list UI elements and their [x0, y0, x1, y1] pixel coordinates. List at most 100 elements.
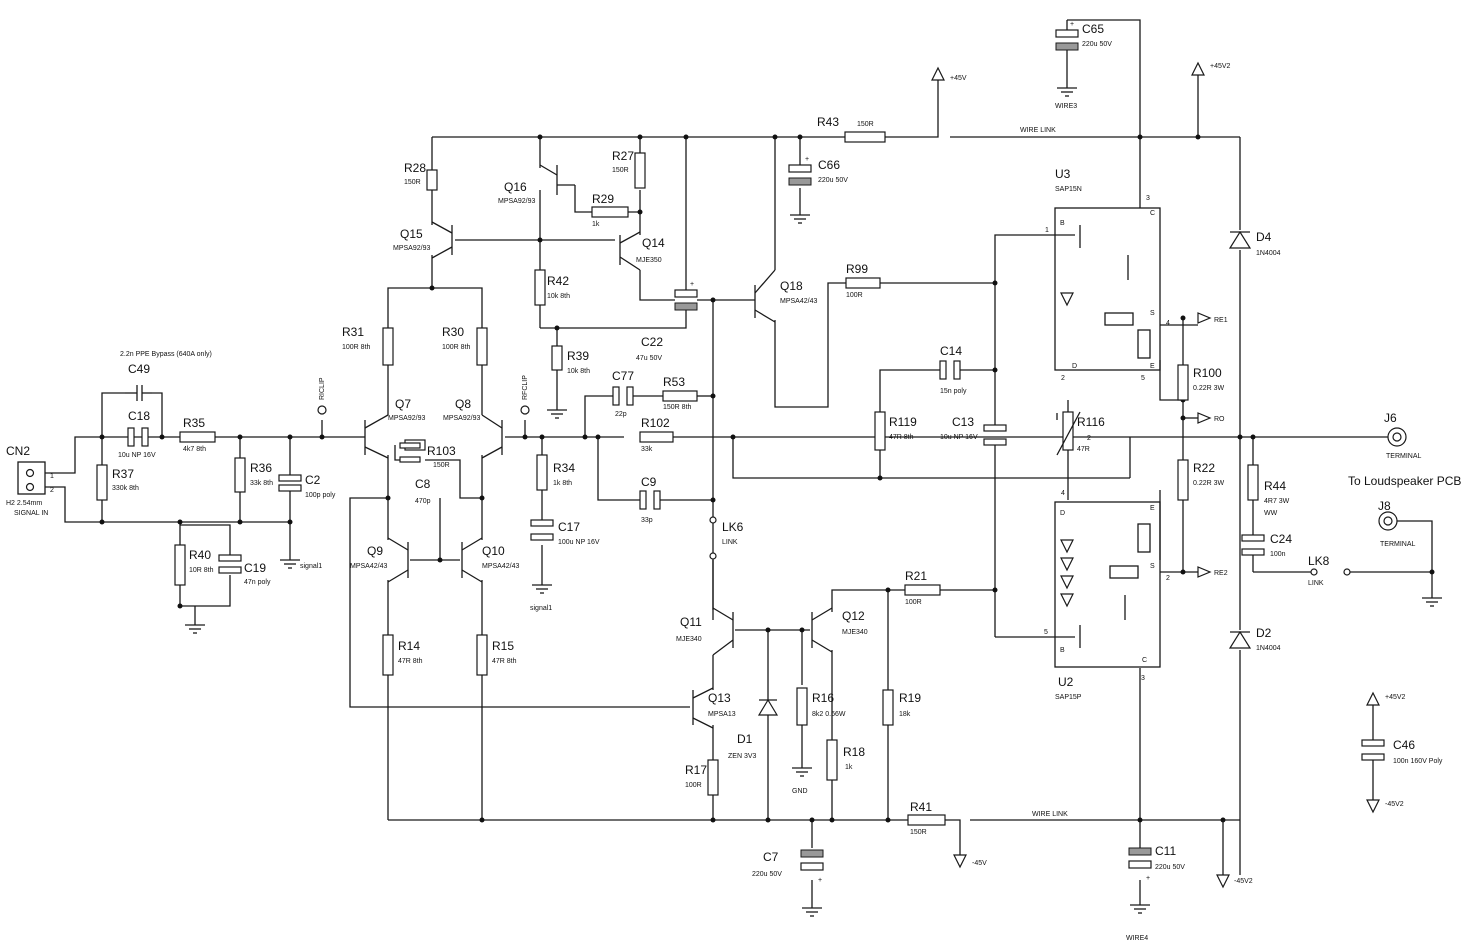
lk8-value: LINK [1308, 580, 1324, 587]
r16-ref: R16 [812, 691, 834, 705]
j6-terminal [1387, 427, 1407, 447]
d1-value: ZEN 3V3 [728, 753, 757, 760]
q15-ref: Q15 [400, 227, 423, 241]
c13-value: 10u NP 16V [940, 434, 978, 441]
c24-value: 100n [1270, 551, 1286, 558]
c77-ref: C77 [612, 369, 634, 383]
d4-value: 1N4004 [1256, 250, 1281, 257]
u2-pin4: 4 [1061, 490, 1065, 497]
q16-value: MPSA92/93 [498, 198, 535, 205]
r30-ref: R30 [442, 325, 464, 339]
riclip-label: RICLIP [319, 377, 326, 400]
ic-u2 [1054, 501, 1161, 668]
cn2-pin2: 2 [50, 487, 54, 494]
r99-ref: R99 [846, 262, 868, 276]
transistor-symbols [360, 164, 833, 729]
c46-value: 100n 160V Poly [1393, 758, 1443, 765]
r40-value: 10R 8th [189, 567, 214, 574]
q12-ref: Q12 [842, 609, 865, 623]
q16-ref: Q16 [504, 180, 527, 194]
r41-value: 150R [910, 829, 927, 836]
r34-ref: R34 [553, 461, 575, 475]
n45v2-label: -45V2 [1234, 878, 1253, 885]
svg-text:+: + [1146, 875, 1150, 882]
j8-value: TERMINAL [1380, 541, 1416, 548]
q9-value: MPSA42/43 [350, 563, 387, 570]
signal1b-label: signal1 [530, 605, 552, 612]
q18-value: MPSA42/43 [780, 298, 817, 305]
q18-ref: Q18 [780, 279, 803, 293]
d1-ref: D1 [737, 732, 753, 746]
r103-ref: R103 [427, 444, 456, 458]
diode-symbols [757, 230, 1252, 716]
r39-value: 10k 8th [567, 368, 590, 375]
c19-ref: C19 [244, 561, 266, 575]
svg-text:+: + [818, 877, 822, 884]
svg-text:+: + [805, 156, 809, 163]
wire3-label: WIRE3 [1055, 103, 1077, 110]
c22-value: 47u 50V [636, 355, 662, 362]
labels: CN2 1 2 H2 2.54mm SIGNAL IN 2.2n PPE Byp… [6, 22, 1461, 942]
r44-ref: R44 [1264, 479, 1286, 493]
r27-ref: R27 [612, 149, 634, 163]
signal-in-label: SIGNAL IN [14, 510, 48, 517]
net-arrows [317, 312, 1351, 578]
c17-ref: C17 [558, 520, 580, 534]
r34-value: 1k 8th [553, 480, 572, 487]
q10-value: MPSA42/43 [482, 563, 519, 570]
c2-ref: C2 [305, 473, 321, 487]
r15-ref: R15 [492, 639, 514, 653]
r30-value: 100R 8th [442, 344, 471, 351]
r102-ref: R102 [641, 416, 670, 430]
r31-ref: R31 [342, 325, 364, 339]
r116-pin2: 2 [1087, 435, 1091, 442]
c9-ref: C9 [641, 475, 657, 489]
r35-ref: R35 [183, 416, 205, 430]
lk6-value: LINK [722, 539, 738, 546]
r37-value: 330k 8th [112, 485, 139, 492]
re1-label: RE1 [1214, 317, 1228, 324]
c46-ref: C46 [1393, 738, 1415, 752]
c18-value: 10u NP 16V [118, 452, 156, 459]
p45v2b-label: +45V2 [1385, 694, 1406, 701]
r19-ref: R19 [899, 691, 921, 705]
r18-value: 1k [845, 764, 853, 771]
u2-pin3: 3 [1141, 675, 1145, 682]
r14-value: 47R 8th [398, 658, 423, 665]
c13-ref: C13 [952, 415, 974, 429]
q7-value: MPSA92/93 [388, 415, 425, 422]
wire-link-top: WIRE LINK [1020, 127, 1056, 134]
r43-value: 150R [857, 121, 874, 128]
svg-text:+: + [690, 281, 694, 288]
cn2-pin1: 1 [50, 473, 54, 480]
c66-ref: C66 [818, 158, 840, 172]
r44-extra: WW [1264, 510, 1278, 517]
c11-value: 220u 50V [1155, 864, 1185, 871]
u3-value: SAP15N [1055, 186, 1082, 193]
cn2-ref: CN2 [6, 444, 30, 458]
p45v2-label: +45V2 [1210, 63, 1231, 70]
c19-value: 47n poly [244, 579, 271, 586]
r31-value: 100R 8th [342, 344, 371, 351]
r35-value: 4k7 8th [183, 446, 206, 453]
u3-pin4: 4 [1166, 320, 1170, 327]
u3-pin-b: B [1060, 220, 1065, 227]
u2-pin-s: S [1150, 563, 1155, 570]
cn2-value: H2 2.54mm [6, 500, 42, 507]
n45v2b-label: -45V2 [1385, 801, 1404, 808]
r15-value: 47R 8th [492, 658, 517, 665]
junctions [99, 134, 1435, 823]
r99-value: 100R [846, 292, 863, 299]
r36-ref: R36 [250, 461, 272, 475]
wire-link-bottom: WIRE LINK [1032, 811, 1068, 818]
r19-value: 18k [899, 711, 911, 718]
lk6-ref: LK6 [722, 520, 744, 534]
q14-value: MJE350 [636, 257, 662, 264]
j8-terminal [1378, 511, 1398, 531]
resistor-bodies [96, 131, 1259, 826]
u3-pin-s: S [1150, 310, 1155, 317]
q8-ref: Q8 [455, 397, 471, 411]
r39-ref: R39 [567, 349, 589, 363]
u2-value: SAP15P [1055, 694, 1082, 701]
